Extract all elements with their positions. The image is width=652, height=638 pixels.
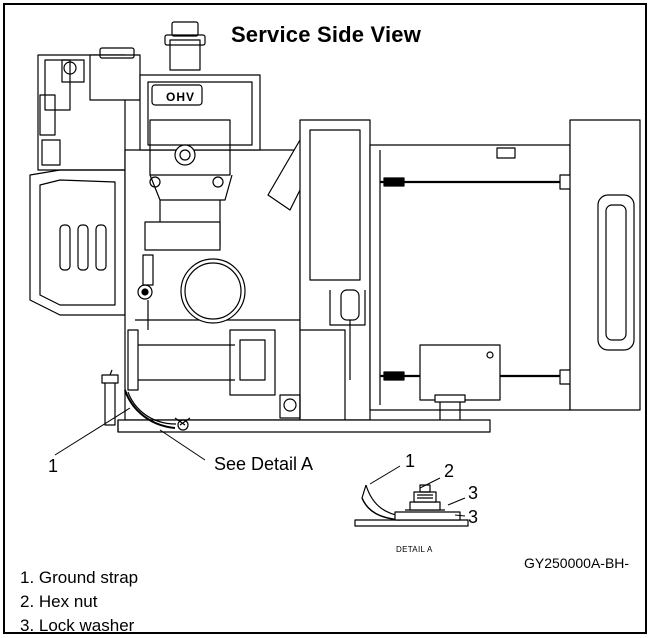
parts-legend: 1. Ground strap 2. Hex nut 3. Lock washe… [20, 566, 138, 638]
detail-callout-2: 2 [444, 461, 455, 481]
figure-code: GY250000A-BH- [524, 555, 630, 571]
detail-callout-3b: 3 [468, 507, 479, 527]
generator-end [299, 119, 641, 421]
detail-callout-1: 1 [405, 451, 416, 471]
ohv-badge-text: OHV [166, 90, 196, 104]
legend-item-lock-washer: 3. Lock washer [20, 616, 135, 635]
mounting-base [101, 369, 491, 433]
detail-a-drawing [354, 465, 469, 527]
legend-item-hex-nut: 2. Hex nut [20, 592, 98, 611]
leader-lines [54, 407, 206, 461]
cylinder-head [89, 21, 261, 251]
figure-frame [3, 3, 647, 634]
figure-title: Service Side View [230, 22, 422, 47]
callout-1-label: 1 [48, 456, 59, 476]
oil-filter [180, 258, 246, 324]
detail-callout-3a: 3 [468, 483, 479, 503]
ground-strap [124, 389, 177, 429]
legend-item-ground-strap: 1. Ground strap [20, 568, 139, 587]
detail-a-caption: DETAIL A [396, 545, 433, 554]
dipstick [137, 254, 154, 330]
see-detail-a-label: See Detail A [214, 454, 314, 474]
